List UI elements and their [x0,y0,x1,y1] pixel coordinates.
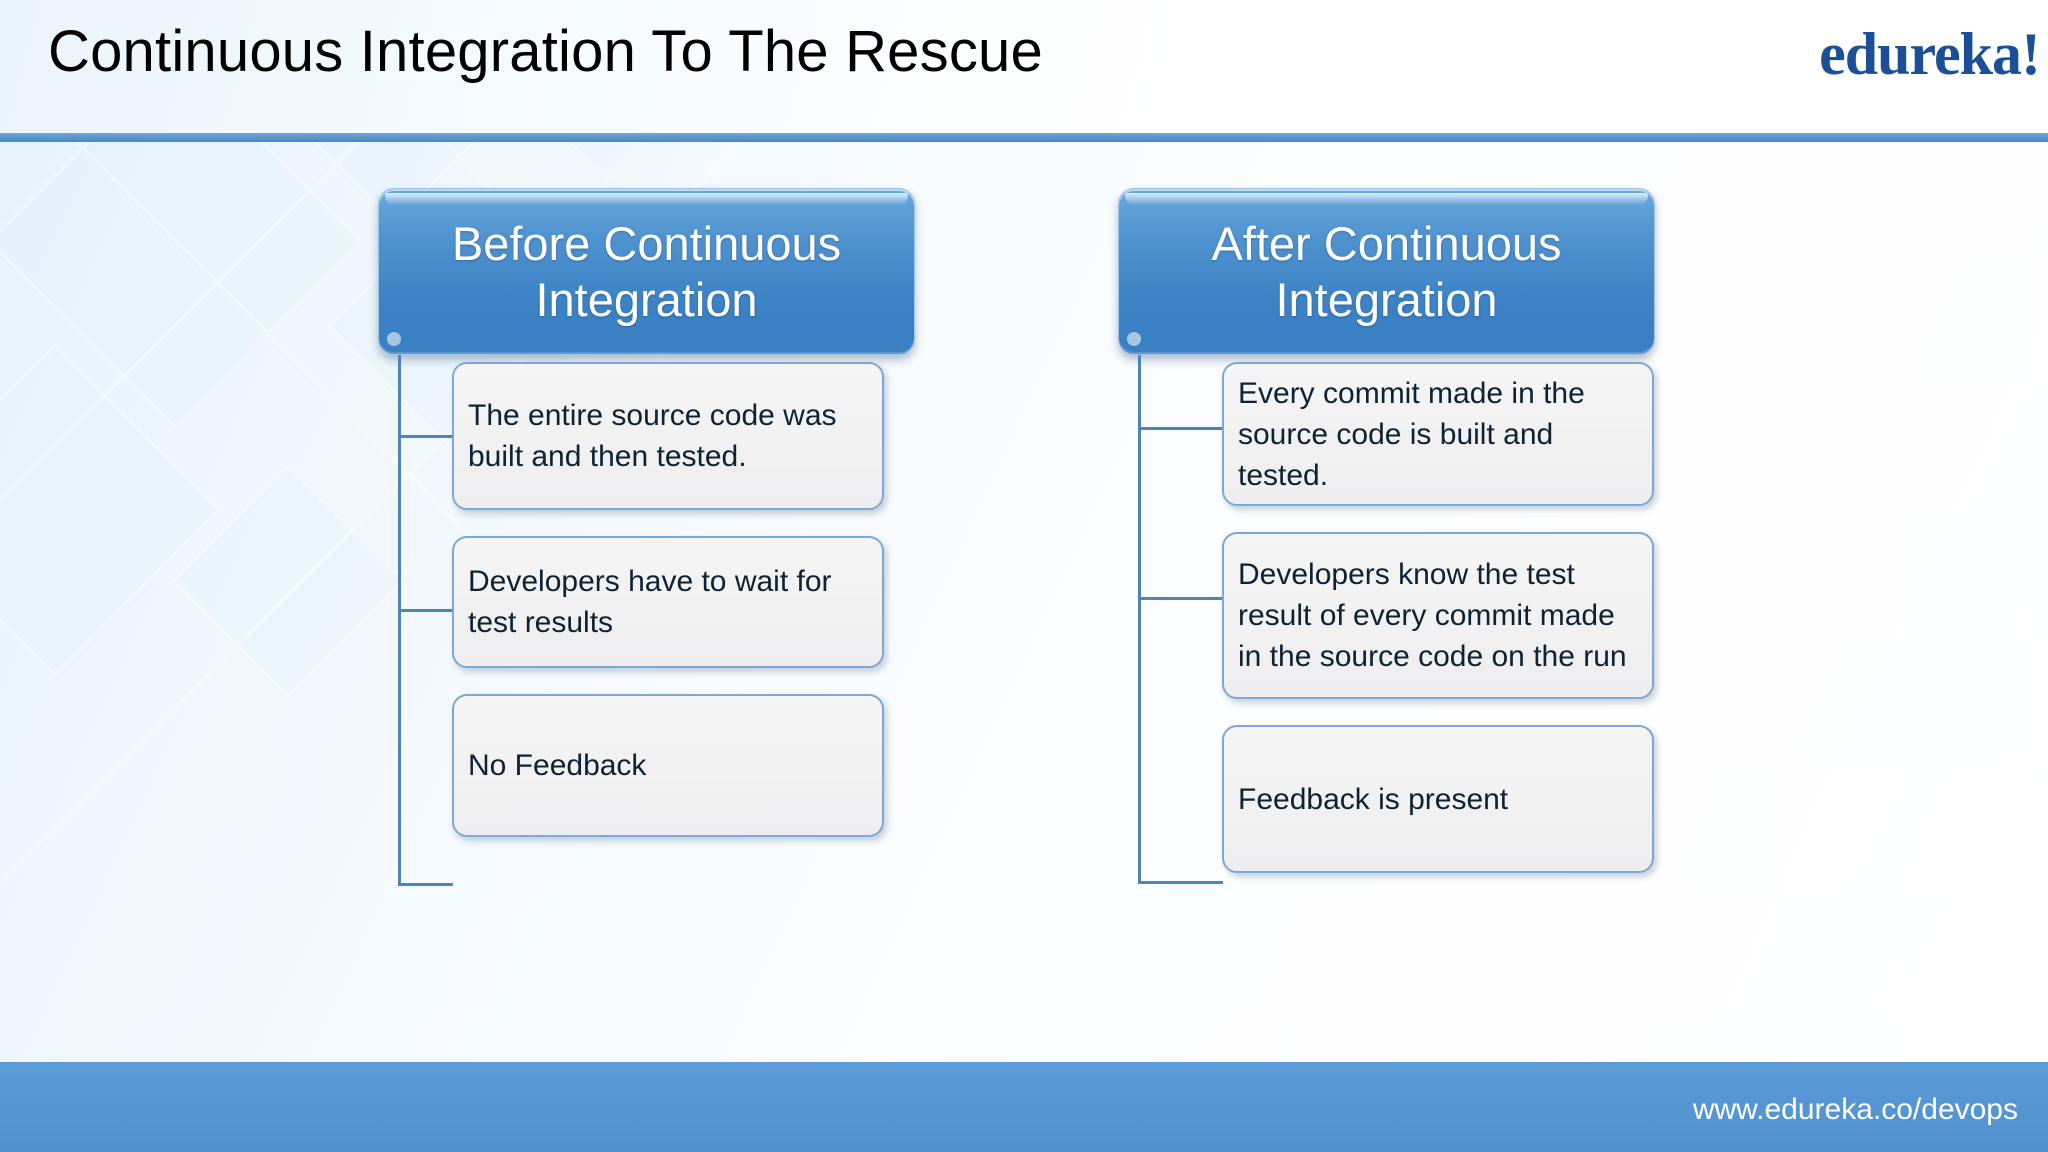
card-after-1[interactable]: Every commit made in the source code is … [1222,362,1654,506]
connector-branch [1138,597,1223,600]
card-before-2[interactable]: Developers have to wait for test results [452,536,884,668]
card-list-after: Every commit made in the source code is … [1222,362,1654,899]
connector-branch [1138,427,1223,430]
slide-body [0,142,2048,1062]
page-title: Continuous Integration To The Rescue [48,19,1043,84]
slide-footer: www.edureka.co/devops [0,1062,2048,1152]
card-before-2-text: Developers have to wait for test results [468,565,832,639]
card-before-3[interactable]: No Feedback [452,694,884,837]
card-after-2-text: Developers know the test result of every… [1238,558,1627,673]
column-header-before[interactable]: Before Continuous Integration [378,188,915,355]
card-before-1-text: The entire source code was built and the… [468,399,837,473]
footer-url[interactable]: www.edureka.co/devops [1692,1093,2018,1126]
column-before: Before Continuous Integration [378,188,915,355]
connector-branch [398,883,453,886]
connector-trunk [1138,355,1141,883]
connector-branch [398,435,453,438]
column-header-before-label: Before Continuous Integration [451,216,842,326]
column-after: After Continuous Integration [1118,188,1655,355]
header-background-pattern [0,0,540,133]
connector-trunk [398,355,401,885]
card-after-3[interactable]: Feedback is present [1222,725,1654,873]
card-after-2[interactable]: Developers know the test result of every… [1222,532,1654,699]
card-before-3-text: No Feedback [468,749,647,782]
card-after-1-text: Every commit made in the source code is … [1238,376,1585,492]
connector-branch [398,609,453,612]
column-header-after-label: After Continuous Integration [1211,216,1562,326]
connector-branch [1138,881,1223,884]
slide-header: Continuous Integration To The Rescue edu… [0,0,2048,133]
header-divider [0,133,2048,142]
card-before-1[interactable]: The entire source code was built and the… [452,362,884,510]
card-after-3-text: Feedback is present [1238,782,1509,816]
column-header-after[interactable]: After Continuous Integration [1118,188,1655,355]
card-list-before: The entire source code was built and the… [452,362,884,863]
edureka-logo: edureka! [1819,21,2041,87]
